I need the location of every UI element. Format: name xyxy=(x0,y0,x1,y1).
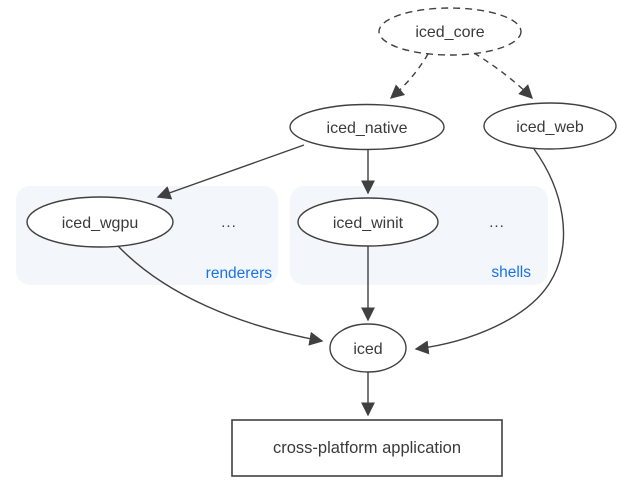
edge-iced-core-to-iced-web xyxy=(473,52,533,99)
renderers-group-label: renderers xyxy=(206,265,273,282)
iced-web-ellipse xyxy=(483,102,617,150)
edge-iced-wgpu-to-iced xyxy=(117,245,324,346)
iced-core-label: iced_core xyxy=(415,24,484,41)
node-iced: iced xyxy=(329,323,407,373)
node-iced-wgpu: iced_wgpu xyxy=(26,196,174,248)
shells-ellipsis: ... xyxy=(489,214,505,231)
iced-winit-label: iced_winit xyxy=(333,215,404,232)
application-rect xyxy=(231,419,503,477)
iced-native-ellipse xyxy=(289,103,445,151)
shells-group-label: shells xyxy=(491,264,531,281)
node-iced-native: iced_native xyxy=(289,103,445,151)
node-application: cross-platform application xyxy=(231,419,503,477)
iced-web-label: iced_web xyxy=(516,119,584,136)
iced-wgpu-ellipse xyxy=(26,196,174,248)
edge-iced-native-to-iced-wgpu xyxy=(156,144,305,200)
edge-iced-web-to-iced xyxy=(414,148,565,355)
application-label: cross-platform application xyxy=(273,439,461,457)
iced-winit-ellipse xyxy=(297,197,439,247)
iced-wgpu-label: iced_wgpu xyxy=(62,215,139,232)
renderers-ellipsis: ... xyxy=(221,214,237,231)
node-iced-winit: iced_winit xyxy=(297,197,439,247)
iced-core-ellipse xyxy=(378,7,522,56)
node-iced-web: iced_web xyxy=(483,102,617,150)
iced-native-label: iced_native xyxy=(327,120,408,137)
iced-label: iced xyxy=(353,341,382,358)
node-iced-core: iced_core xyxy=(378,7,522,56)
edge-iced-core-to-iced-native xyxy=(389,53,429,99)
iced-ellipse xyxy=(329,323,407,373)
